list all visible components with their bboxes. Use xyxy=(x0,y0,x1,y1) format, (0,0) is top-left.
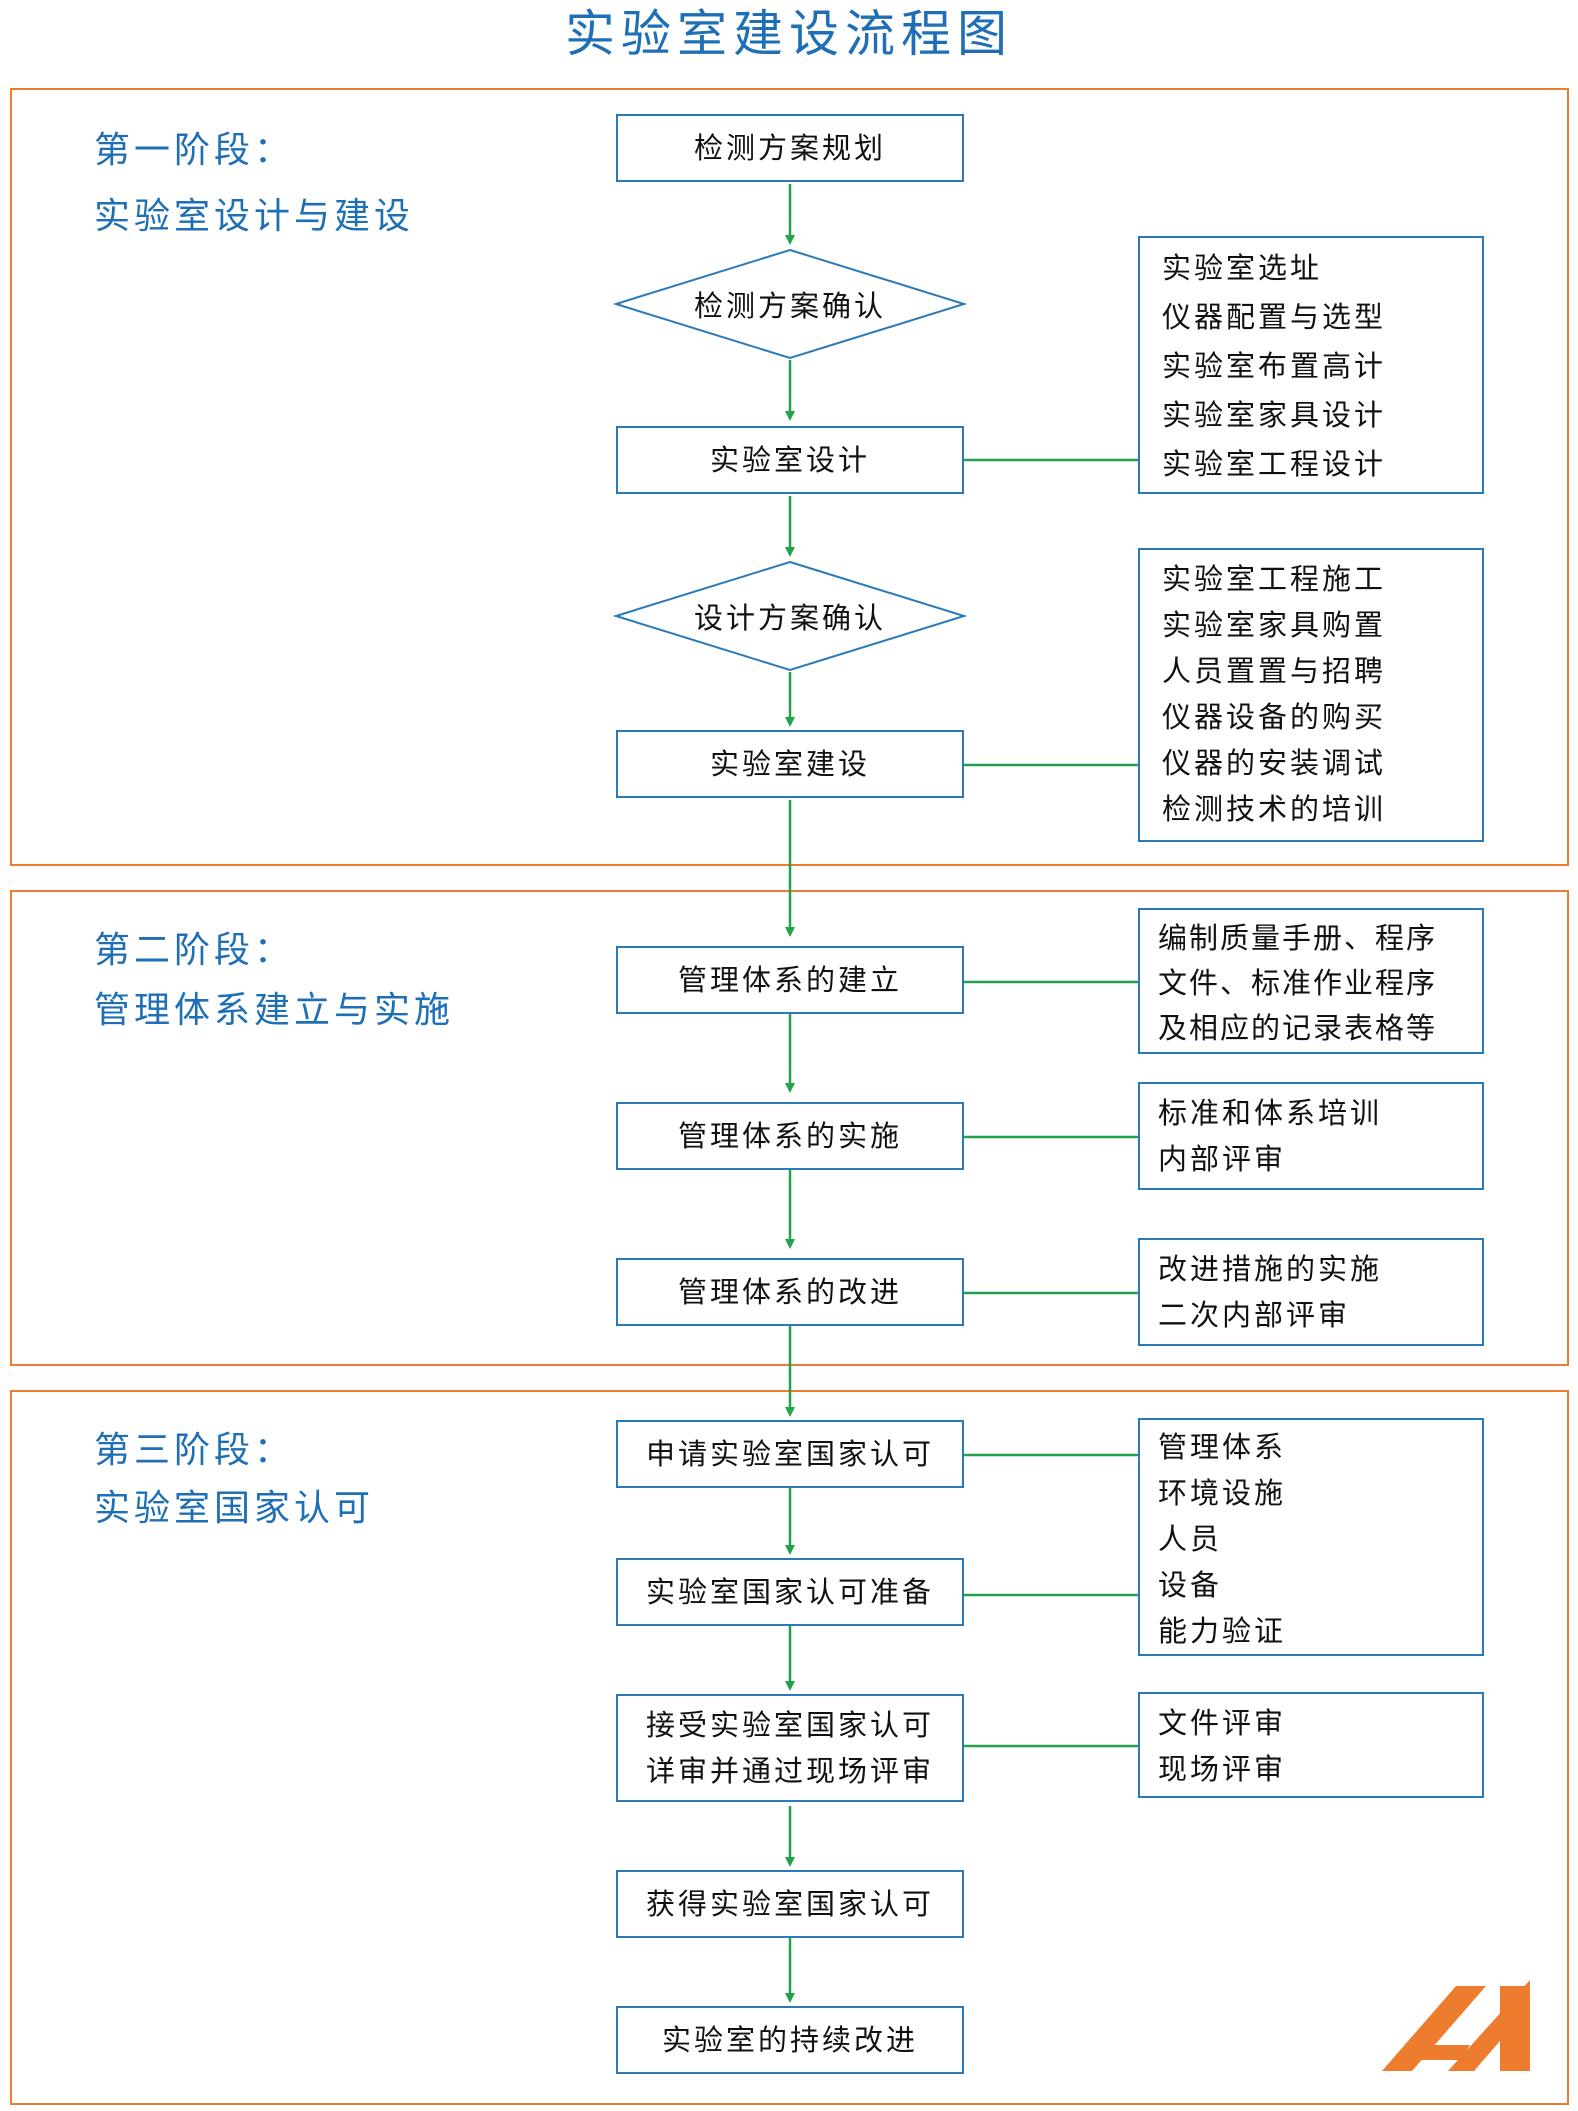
detail-build-item: 实验室工程施工 xyxy=(1162,562,1387,596)
detail-design-item: 实验室布置高计 xyxy=(1162,349,1387,383)
step-mgmt-build: 管理体系的建立 xyxy=(616,946,964,1014)
detail-accred-prep-item: 管理体系 xyxy=(1158,1430,1287,1464)
decision-2-diamond xyxy=(612,560,968,672)
step-mgmt-improve: 管理体系的改进 xyxy=(616,1258,964,1326)
step-lab-build: 实验室建设 xyxy=(616,730,964,798)
stage-2-label-line1: 第二阶段： xyxy=(94,930,295,971)
detail-design-item: 实验室家具设计 xyxy=(1162,398,1387,432)
step-review-line1: 接受实验室国家认可 xyxy=(645,1708,934,1742)
step-lab-design: 实验室设计 xyxy=(616,426,964,494)
detail-build-item: 人员置置与招聘 xyxy=(1162,654,1387,688)
detail-accred-prep-item: 环境设施 xyxy=(1158,1476,1287,1510)
stage-1-label-line1: 第一阶段： xyxy=(94,130,295,171)
stage-2-label-line2: 管理体系建立与实施 xyxy=(94,990,455,1031)
detail-build-item: 实验室家具购置 xyxy=(1162,608,1387,642)
detail-mgmt-improve: 改进措施的实施 二次内部评审 xyxy=(1138,1238,1484,1346)
step-continuous-improve: 实验室的持续改进 xyxy=(616,2006,964,2074)
detail-build-item: 仪器设备的购买 xyxy=(1162,700,1387,734)
detail-build-item: 仪器的安装调试 xyxy=(1162,746,1387,780)
detail-mgmt-build-item: 编制质量手册、程序 xyxy=(1158,921,1438,955)
detail-design-item: 实验室工程设计 xyxy=(1162,447,1387,481)
stage-3-label-line1: 第三阶段： xyxy=(94,1430,295,1471)
detail-accred-prep-item: 能力验证 xyxy=(1158,1614,1287,1648)
detail-build-item: 检测技术的培训 xyxy=(1162,792,1387,826)
detail-design-item: 实验室选址 xyxy=(1162,251,1323,285)
step-plan: 检测方案规划 xyxy=(616,114,964,182)
detail-accred-prep-item: 设备 xyxy=(1158,1568,1223,1602)
logo-mark xyxy=(1382,1980,1530,2071)
decision-2-label: 设计方案确认 xyxy=(693,601,886,635)
detail-review-item: 现场评审 xyxy=(1158,1752,1287,1786)
detail-design: 实验室选址 仪器配置与选型 实验室布置高计 实验室家具设计 实验室工程设计 xyxy=(1138,236,1484,494)
detail-mgmt-build-item: 及相应的记录表格等 xyxy=(1158,1011,1438,1045)
stage-1-label-line2: 实验室设计与建设 xyxy=(94,196,415,237)
detail-mgmt-build-item: 文件、标准作业程序 xyxy=(1158,966,1438,1000)
step-mgmt-impl: 管理体系的实施 xyxy=(616,1102,964,1170)
detail-accred-prep: 管理体系 环境设施 人员 设备 能力验证 xyxy=(1138,1418,1484,1656)
decision-1-diamond xyxy=(612,248,968,360)
detail-mgmt-impl-item: 标准和体系培训 xyxy=(1158,1096,1383,1130)
detail-build: 实验室工程施工 实验室家具购置 人员置置与招聘 仪器设备的购买 仪器的安装调试 … xyxy=(1138,548,1484,842)
detail-design-item: 仪器配置与选型 xyxy=(1162,300,1387,334)
detail-review: 文件评审 现场评审 xyxy=(1138,1692,1484,1798)
stage-3-label-line2: 实验室国家认可 xyxy=(94,1488,375,1529)
step-prepare: 实验室国家认可准备 xyxy=(616,1558,964,1626)
detail-mgmt-improve-item: 二次内部评审 xyxy=(1158,1298,1351,1332)
step-apply: 申请实验室国家认可 xyxy=(616,1420,964,1488)
detail-mgmt-build: 编制质量手册、程序 文件、标准作业程序 及相应的记录表格等 xyxy=(1138,908,1484,1054)
decision-1-label: 检测方案确认 xyxy=(693,289,886,323)
diagram-title: 实验室建设流程图 xyxy=(565,5,1013,63)
step-review-line2: 详审并通过现场评审 xyxy=(645,1754,934,1788)
detail-review-item: 文件评审 xyxy=(1158,1706,1287,1740)
step-review: 接受实验室国家认可 详审并通过现场评审 xyxy=(616,1694,964,1802)
detail-mgmt-impl-item: 内部评审 xyxy=(1158,1142,1287,1176)
detail-mgmt-improve-item: 改进措施的实施 xyxy=(1158,1252,1383,1286)
detail-accred-prep-item: 人员 xyxy=(1158,1522,1223,1556)
step-obtain: 获得实验室国家认可 xyxy=(616,1870,964,1938)
detail-mgmt-impl: 标准和体系培训 内部评审 xyxy=(1138,1082,1484,1190)
